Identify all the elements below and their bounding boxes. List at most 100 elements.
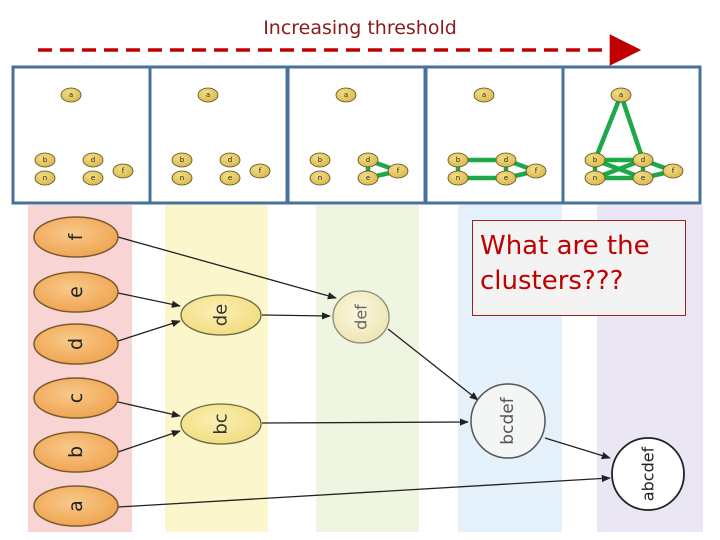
leaf-label-f: f: [65, 232, 87, 240]
panel-edge-a-d: [618, 94, 646, 161]
merge-label-def: def: [352, 304, 371, 330]
panel-node-d: [82, 152, 104, 168]
panel-border: [561, 65, 702, 205]
leaf-label-d: d: [65, 338, 87, 350]
leaf-label-e: e: [65, 286, 87, 298]
panel-node-label-d: d: [504, 156, 508, 164]
arrow-b-bc: [117, 430, 181, 453]
leaf-node-f: f: [33, 216, 119, 258]
panel-node-label-n: n: [318, 174, 322, 182]
panel-node-n: [171, 170, 193, 186]
panel-node-n: [447, 170, 469, 186]
panel-node-label-n: n: [456, 174, 460, 182]
merge-node-def: def: [332, 290, 390, 344]
arrow-bc-bcdef: [261, 418, 469, 426]
arrow-a-abcdef: [117, 474, 611, 508]
panel-node-label-n: n: [593, 174, 597, 182]
merge-node-abcdef: abcdef: [611, 437, 685, 511]
panel-node-label-a: a: [344, 91, 348, 99]
leaf-nodes: f e d c b a: [33, 216, 119, 527]
merge-label-de: de: [211, 304, 232, 327]
threshold-panel-1: a b d f n e: [11, 65, 152, 205]
panel-node-label-b: b: [593, 156, 598, 164]
panel-node-label-e: e: [91, 174, 95, 182]
panel-node-label-f: f: [397, 167, 400, 175]
arrow-de-def: [261, 312, 331, 320]
panel-node-b: [171, 152, 193, 168]
merge-label-bcdef: bcdef: [498, 396, 518, 444]
clusters-question-callout: What are the clusters???: [472, 220, 686, 316]
panel-node-e: [82, 170, 104, 186]
column-leaves: [28, 205, 132, 532]
panel-node-label-a: a: [482, 91, 486, 99]
leaf-node-d: d: [33, 323, 119, 365]
panel-node-a: [335, 87, 357, 103]
panel-node-f: [112, 163, 134, 179]
panel-node-label-d: d: [228, 156, 232, 164]
leaf-node-b: b: [33, 431, 119, 473]
panel-node-label-e: e: [366, 174, 370, 182]
panel-node-label-f: f: [259, 167, 262, 175]
panel-node-b: [584, 152, 606, 168]
column-level-1: [165, 205, 268, 532]
threshold-panel-5: a b d f n e: [561, 65, 702, 205]
panel-node-label-e: e: [228, 174, 232, 182]
arrow-def-bcdef: [387, 328, 479, 401]
merge-label-abcdef: abcdef: [639, 446, 658, 501]
panel-node-label-d: d: [91, 156, 95, 164]
column-level-2: [316, 205, 419, 532]
panel-node-d: [495, 152, 517, 168]
panel-node-f: [525, 163, 547, 179]
arrow-d-de: [117, 320, 181, 342]
panel-node-e: [495, 170, 517, 186]
panel-node-f: [662, 163, 684, 179]
arrow-e-de: [117, 292, 181, 308]
panel-node-label-n: n: [43, 174, 47, 182]
panel-node-n: [309, 170, 331, 186]
threshold-panel-4: a b d f n e: [424, 65, 565, 205]
panel-node-label-a: a: [69, 91, 73, 99]
panel-node-d: [632, 152, 654, 168]
panel-node-label-a: a: [206, 91, 210, 99]
panel-node-label-d: d: [641, 156, 645, 164]
merge-node-bcdef: bcdef: [470, 383, 546, 459]
panel-node-label-b: b: [456, 156, 461, 164]
leaf-label-a: a: [65, 500, 87, 512]
panel-node-a: [197, 87, 219, 103]
arrow-bcdef-abcdef: [544, 437, 611, 460]
leaf-label-b: b: [65, 446, 87, 458]
leaf-node-e: e: [33, 271, 119, 313]
leaf-node-c: c: [33, 377, 119, 419]
panel-node-e: [632, 170, 654, 186]
panel-node-f: [387, 163, 409, 179]
panel-node-label-f: f: [122, 167, 125, 175]
panel-node-label-n: n: [180, 174, 184, 182]
threshold-panels: a b d f n e a b d f n e a b d f n e a b d f n e a b d f n e: [11, 65, 702, 205]
panel-node-label-b: b: [43, 156, 48, 164]
threshold-title: Increasing threshold: [263, 17, 457, 39]
panel-node-b: [447, 152, 469, 168]
panel-node-e: [357, 170, 379, 186]
panel-node-e: [219, 170, 241, 186]
leaf-node-a: a: [33, 485, 119, 527]
leaf-label-c: c: [65, 393, 87, 403]
panel-node-label-a: a: [619, 91, 623, 99]
panel-node-n: [34, 170, 56, 186]
panel-node-label-b: b: [180, 156, 185, 164]
panel-node-d: [219, 152, 241, 168]
panel-node-label-e: e: [504, 174, 508, 182]
merge-node-de: de: [180, 294, 262, 336]
panel-node-a: [60, 87, 82, 103]
panel-node-d: [357, 152, 379, 168]
dendrogram-arrows: [117, 236, 611, 508]
panel-node-b: [34, 152, 56, 168]
panel-node-a: [610, 87, 632, 103]
panel-node-label-d: d: [366, 156, 370, 164]
threshold-panel-3: a b d f n e: [286, 65, 427, 205]
panel-node-a: [473, 87, 495, 103]
panel-node-label-e: e: [641, 174, 645, 182]
panel-node-label-f: f: [672, 167, 675, 175]
panel-node-label-f: f: [535, 167, 538, 175]
panel-node-label-b: b: [318, 156, 323, 164]
merge-node-bc: bc: [180, 403, 262, 445]
